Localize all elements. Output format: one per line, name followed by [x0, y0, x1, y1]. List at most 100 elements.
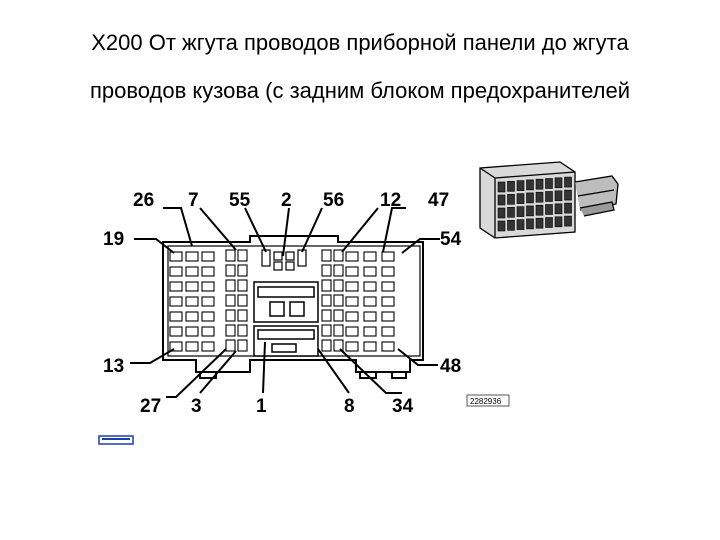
cavity	[363, 266, 377, 277]
pin-label-19: 19	[103, 229, 124, 250]
center-power-blocks	[253, 281, 319, 357]
thumbnail-cavity	[497, 220, 506, 232]
cavity	[363, 341, 377, 352]
inner-left-cavity-column	[225, 249, 248, 352]
pin-label-55: 55	[229, 190, 251, 211]
cavity	[345, 326, 359, 337]
cavity	[321, 279, 332, 292]
cavity	[345, 341, 359, 352]
cavity	[363, 281, 377, 292]
pin-label-2: 2	[281, 190, 292, 211]
pin-label-47: 47	[428, 190, 449, 211]
cavity	[381, 311, 395, 322]
cavity	[201, 281, 215, 292]
pin-label-3: 3	[191, 396, 202, 417]
thumbnail-cavity	[545, 204, 553, 215]
cavity	[333, 279, 344, 292]
cavity	[345, 296, 359, 307]
pin-label-13: 13	[103, 356, 124, 377]
cavity	[201, 266, 215, 277]
thumbnail-cavity	[535, 217, 544, 229]
cavity	[321, 309, 332, 322]
pin-label-12: 12	[380, 190, 401, 211]
thumbnail-cavity	[526, 192, 534, 204]
pin-label-54: 54	[440, 229, 462, 250]
cavity	[169, 341, 183, 352]
cavity	[321, 324, 332, 337]
thumbnail-cavity	[497, 207, 506, 219]
cavity	[169, 266, 183, 277]
cavity	[321, 249, 332, 262]
pin-label-7: 7	[188, 190, 199, 211]
thumbnail-cavity	[516, 206, 525, 217]
cavity	[333, 309, 344, 322]
thumbnail-cavity	[564, 202, 572, 214]
cavity	[201, 326, 215, 337]
thumbnail-cavity	[507, 194, 515, 205]
thumbnail-cavity	[526, 218, 534, 230]
cavity	[169, 296, 183, 307]
thumbnail-cavity	[526, 205, 534, 217]
cavity	[381, 281, 395, 292]
cavity	[333, 249, 344, 262]
cavity	[381, 326, 395, 337]
cavity	[185, 326, 199, 337]
pin-label-48: 48	[440, 356, 461, 377]
thumbnail-cavity	[554, 203, 563, 215]
part-code-tag: 2282936	[466, 394, 510, 407]
slide-nav-marker[interactable]	[98, 435, 134, 445]
cavity	[237, 309, 248, 322]
pin-label-34: 34	[392, 396, 414, 417]
thumbnail-cavity	[535, 191, 544, 203]
cavity	[237, 294, 248, 307]
cavity	[225, 294, 236, 307]
cavity	[185, 251, 199, 262]
thumbnail-cavity	[554, 216, 563, 228]
cavity	[201, 311, 215, 322]
cavity	[201, 341, 215, 352]
cavity	[237, 279, 248, 292]
cavity	[381, 341, 395, 352]
thumbnail-cavity	[564, 189, 572, 201]
thumbnail-cavity	[507, 207, 515, 218]
thumbnail-cavity	[564, 176, 572, 188]
cavity	[237, 339, 248, 352]
thumbnail-cavity	[554, 190, 563, 202]
thumbnail-cavity	[545, 178, 553, 189]
cavity	[321, 264, 332, 277]
pin-labels: 26 7 55 2 56 12 47 19 54 13 48 27 3 1 8 …	[103, 190, 462, 417]
pin-label-8: 8	[344, 396, 355, 417]
cavity	[345, 266, 359, 277]
cavity	[169, 311, 183, 322]
cavity	[185, 296, 199, 307]
cavity	[381, 266, 395, 277]
thumbnail-cavity	[554, 177, 563, 189]
cavity	[225, 264, 236, 277]
inner-right-cavity-column	[321, 249, 344, 352]
cavity	[225, 324, 236, 337]
cavity	[225, 339, 236, 352]
cavity	[185, 266, 199, 277]
thumbnail-cavity	[516, 193, 525, 204]
cavity	[333, 264, 344, 277]
cavity	[185, 311, 199, 322]
cavity	[237, 249, 248, 262]
right-cavity-grid	[345, 251, 395, 352]
cavity	[321, 294, 332, 307]
cavity	[185, 281, 199, 292]
svg-text:2282936: 2282936	[470, 397, 502, 406]
pin-leader-lines	[130, 207, 440, 398]
thumbnail-cavity	[507, 220, 515, 231]
cavity	[237, 264, 248, 277]
diagram-title-line-1: X200 От жгута проводов приборной панели …	[91, 30, 629, 55]
diagram-title-line-2: проводов кузова (с задним блоком предохр…	[89, 78, 631, 103]
thumbnail-cavity	[507, 181, 515, 192]
cavity	[333, 339, 344, 352]
cavity	[345, 281, 359, 292]
pin-label-1: 1	[256, 396, 267, 417]
cavity	[169, 251, 183, 262]
left-cavity-grid	[169, 251, 215, 352]
thumbnail-cavity	[545, 217, 553, 228]
thumbnail-cavity	[516, 180, 525, 191]
